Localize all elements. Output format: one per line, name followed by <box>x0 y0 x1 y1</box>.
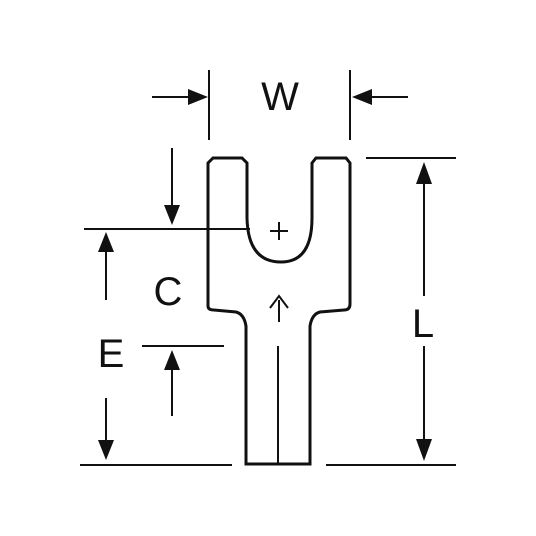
terminal-body <box>206 156 352 466</box>
extension-label: E <box>98 332 125 376</box>
width-label: W <box>261 75 299 119</box>
extension-bottom-arrow-head <box>98 440 114 460</box>
length-label: L <box>412 302 434 346</box>
extension-dimension: E <box>80 332 232 466</box>
body-arrow-head <box>269 294 289 309</box>
width-arrow-right-head <box>352 89 372 105</box>
length-top-arrow-head <box>416 162 432 184</box>
fork-outline <box>206 156 352 466</box>
width-dimension: W <box>152 70 408 140</box>
center-dimension: C <box>84 148 250 314</box>
extension-top-arrow-head <box>164 350 180 370</box>
center-top-arrow-head <box>164 205 180 225</box>
length-dimension: L <box>326 157 456 466</box>
center-label: C <box>154 270 183 314</box>
width-arrow-left-head <box>188 89 208 105</box>
length-bottom-arrow-head <box>416 439 432 461</box>
center-bottom-arrow-head <box>98 232 114 252</box>
